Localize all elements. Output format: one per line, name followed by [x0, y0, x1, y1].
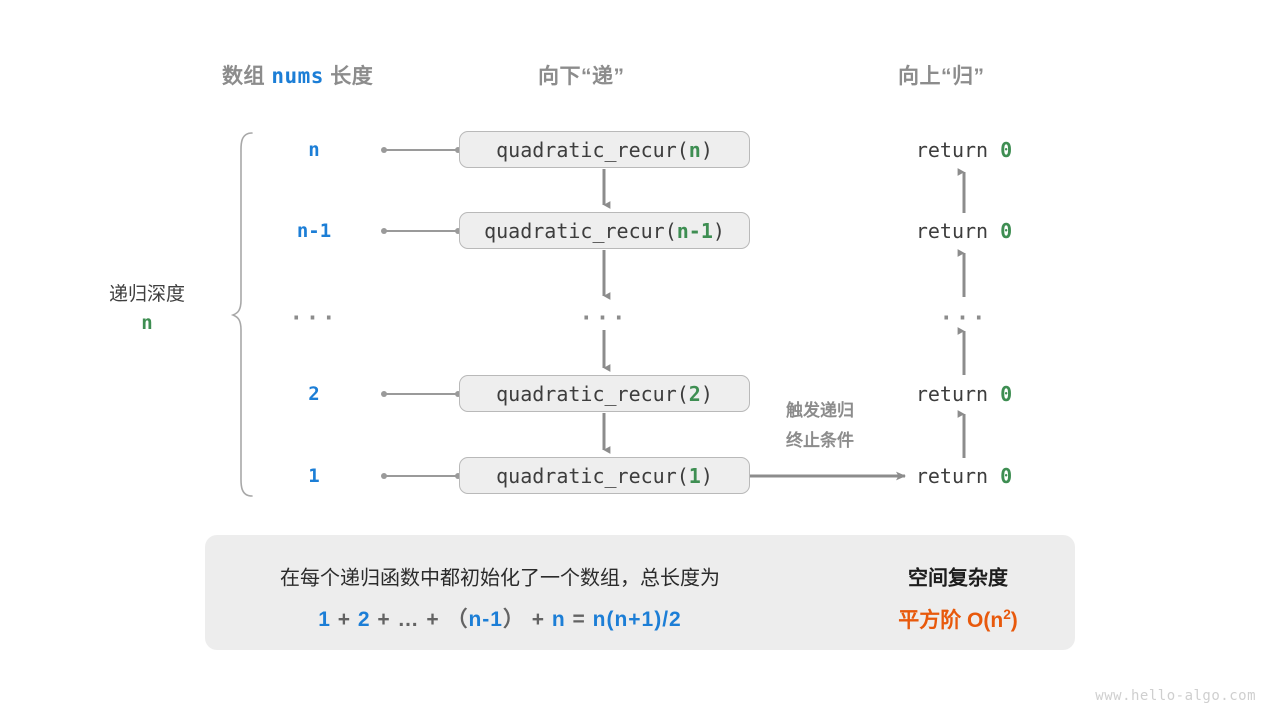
formula-token-4: （ — [446, 608, 469, 631]
size-label-row-1: n-1 — [296, 220, 332, 242]
complexity-notation-exponent: 2 — [1003, 607, 1011, 622]
header-ascend: 向上“归” — [898, 65, 985, 88]
return-value: 0 — [1000, 138, 1013, 162]
header-descend: 向下“递” — [538, 65, 625, 88]
size-label-row-4: 1 — [308, 465, 320, 487]
header-left-prefix: 数组 — [222, 65, 272, 88]
summary-result-value: 平方阶 O(n2) — [898, 604, 1018, 634]
trigger-note-line-1: 触发递归 — [786, 401, 854, 420]
return-value: 0 — [1000, 382, 1013, 406]
call-box-suffix: ) — [712, 218, 725, 243]
formula-token-10: n(n+1)/2 — [592, 608, 682, 631]
leader-line-row-1 — [381, 228, 461, 234]
formula-token-2: 2 — [357, 608, 371, 631]
call-box-row-3[interactable]: quadratic_recur(2) — [459, 375, 750, 412]
formula-token-6: ） — [502, 608, 525, 631]
leader-line-row-3 — [381, 391, 461, 397]
header-left-suffix: 长度 — [323, 65, 374, 88]
recursion-depth-text: 递归深度 — [108, 284, 185, 305]
leader-line-row-4 — [381, 473, 461, 479]
return-keyword: return — [915, 464, 1001, 488]
return-row-1: return 0 — [916, 219, 1012, 243]
call-box-prefix: quadratic_recur( — [496, 381, 689, 406]
complexity-notation-base: O(n — [967, 609, 1004, 632]
call-box-suffix: ) — [700, 137, 713, 162]
formula-token-7: + — [524, 608, 552, 631]
watermark: www.hello-algo.com — [1095, 688, 1256, 704]
call-box-prefix: quadratic_recur( — [484, 218, 677, 243]
recursion-depth-value: n — [141, 312, 153, 335]
call-box-row-2-ellipsis: ... — [579, 300, 629, 326]
recursion-depth-label: 递归深度 n — [92, 280, 202, 339]
size-label-row-2: ... — [289, 300, 339, 326]
complexity-notation-tail: ) — [1010, 609, 1018, 632]
return-row-2-ellipsis: ... — [939, 300, 989, 326]
call-box-prefix: quadratic_recur( — [496, 137, 689, 162]
formula-token-8: n — [551, 608, 566, 631]
trigger-condition-note: 触发递归 终止条件 — [786, 396, 854, 456]
formula-token-1: + — [330, 608, 358, 631]
call-box-prefix: quadratic_recur( — [496, 463, 689, 488]
leader-line-row-0 — [381, 147, 461, 153]
size-label-row-0: n — [308, 139, 320, 161]
call-box-arg: n — [688, 137, 701, 162]
formula-token-9: = — [565, 608, 593, 631]
return-value: 0 — [1000, 219, 1013, 243]
call-box-row-0[interactable]: quadratic_recur(n) — [459, 131, 750, 168]
formula-token-3: + … + — [370, 608, 447, 631]
call-box-row-4[interactable]: quadratic_recur(1) — [459, 457, 750, 494]
complexity-name: 平方阶 — [898, 609, 968, 632]
header-left-code: nums — [271, 64, 324, 88]
recursion-depth-brace — [230, 132, 253, 497]
trigger-note-line-2: 终止条件 — [786, 430, 854, 450]
return-keyword: return — [915, 138, 1001, 162]
call-box-arg: n-1 — [676, 218, 713, 243]
formula-token-0: 1 — [318, 608, 331, 631]
call-box-suffix: ) — [700, 381, 713, 406]
return-keyword: return — [915, 382, 1001, 406]
call-box-row-1[interactable]: quadratic_recur(n-1) — [459, 212, 750, 249]
call-box-arg: 2 — [688, 381, 701, 406]
call-box-arg: 1 — [688, 463, 701, 488]
return-value: 0 — [1000, 464, 1013, 488]
formula-token-5: n-1 — [468, 608, 503, 631]
return-row-4: return 0 — [916, 464, 1012, 488]
call-box-suffix: ) — [700, 463, 713, 488]
size-label-row-3: 2 — [308, 383, 320, 405]
header-array-length: 数组 nums 长度 — [222, 60, 373, 90]
summary-description: 在每个递归函数中都初始化了一个数组，总长度为 — [280, 567, 720, 590]
summary-result-title: 空间复杂度 — [908, 567, 1008, 590]
return-row-3: return 0 — [916, 382, 1012, 406]
summary-panel — [205, 535, 1075, 650]
return-row-0: return 0 — [916, 138, 1012, 162]
return-keyword: return — [915, 219, 1001, 243]
summary-formula: 1 + 2 + … + （n-1） + n = n(n+1)/2 — [318, 603, 682, 633]
